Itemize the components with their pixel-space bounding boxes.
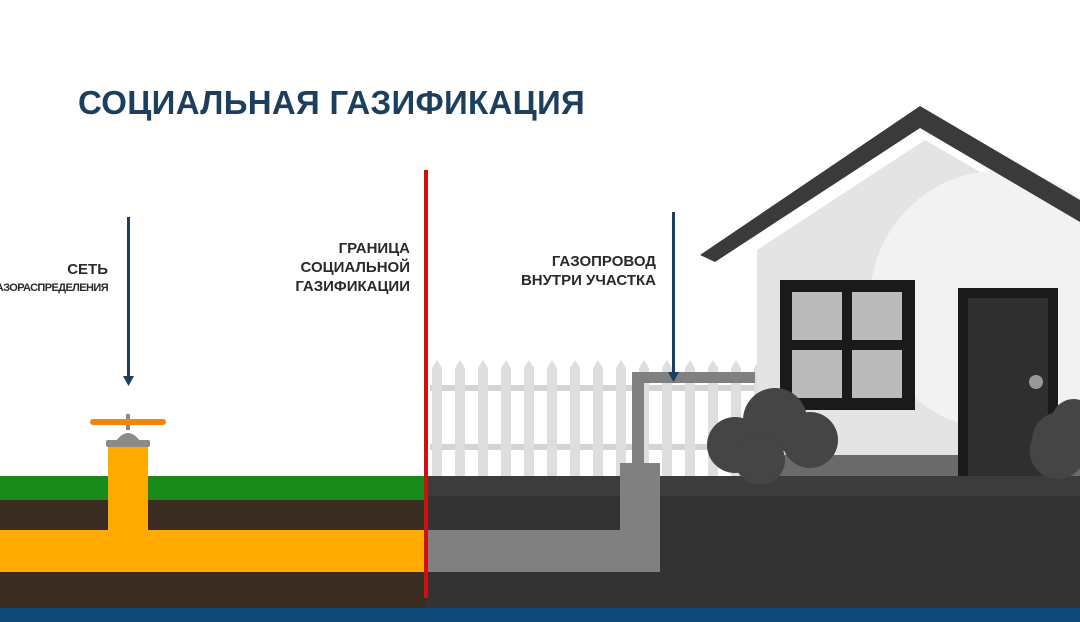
bushes [707, 388, 1080, 485]
fence-picket [685, 360, 695, 476]
grass [0, 476, 426, 500]
bottom-bar [0, 608, 1080, 622]
fence-picket [547, 360, 557, 476]
page-title: СОЦИАЛЬНАЯ ГАЗИФИКАЦИЯ [78, 84, 586, 121]
label-boundary: ГРАНИЦА СОЦИАЛЬНОЙ ГАЗИФИКАЦИИ [295, 239, 410, 296]
label-onsite: ГАЗОПРОВОД ВНУТРИ УЧАСТКА [521, 252, 656, 290]
fence-picket [455, 360, 465, 476]
fence-picket [616, 360, 626, 476]
pointer-onsite [668, 212, 679, 382]
fence-picket [524, 360, 534, 476]
pointer-network [123, 217, 134, 386]
label-line: ГАЗИФИКАЦИИ [295, 278, 410, 295]
fence-picket [570, 360, 580, 476]
label-line: ГРАНИЦА [338, 240, 410, 257]
fence-picket [478, 360, 488, 476]
label-line: СЕТЬ [67, 261, 108, 278]
public-gas-pipe [0, 445, 426, 572]
label-line: ГАЗОПРОВОД [551, 253, 656, 270]
fence-picket [662, 360, 672, 476]
fence-picket [501, 360, 511, 476]
fence-picket [432, 360, 442, 476]
fence [430, 360, 764, 476]
label-line: ГАЗОРАСПРЕДЕЛЕНИЯ [0, 282, 109, 294]
label-line: ВНУТРИ УЧАСТКА [520, 272, 656, 289]
private-gas-pipe [426, 372, 755, 572]
label-line: СОЦИАЛЬНОЙ [300, 259, 410, 276]
label-network: СЕТЬ ГАЗОРАСПРЕДЕЛЕНИЯ [0, 260, 109, 298]
house [700, 106, 1080, 476]
fence-picket [593, 360, 603, 476]
valve-icon [90, 414, 166, 447]
